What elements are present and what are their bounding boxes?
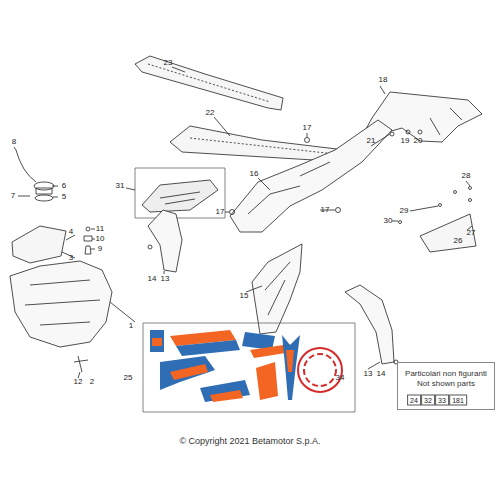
callout-number: 4	[69, 228, 73, 236]
callout-number: 1	[129, 322, 133, 330]
copyright-note: © Copyright 2021 Betamotor S.p.A.	[179, 437, 320, 446]
callout-number: 19	[401, 137, 410, 145]
callout-number: 8	[12, 138, 16, 146]
callout-number: 27	[467, 229, 476, 237]
callout-number: 26	[454, 237, 463, 245]
callout-number: 181	[449, 395, 467, 406]
callout-number: 17	[321, 206, 330, 214]
callout-number: 13	[161, 275, 170, 283]
callout-number: 11	[96, 225, 104, 233]
callout-number: 16	[250, 170, 259, 178]
callout-number: 22	[206, 109, 215, 117]
callout-number: 21	[367, 137, 376, 145]
callout-number: 20	[414, 137, 423, 145]
callout-number: 14	[148, 275, 157, 283]
callout-number: 13	[364, 370, 373, 378]
callout-number: 28	[462, 172, 471, 180]
callout-number: 9	[98, 245, 102, 253]
callout-number: 5	[62, 193, 66, 201]
callout-number: 25	[124, 374, 133, 382]
callout-number: 18	[379, 76, 388, 84]
callout-number: 7	[11, 192, 15, 200]
callout-number: 29	[400, 207, 409, 215]
callout-number: 34	[336, 374, 345, 382]
callout-number: 10	[96, 235, 105, 243]
callout-number: 33	[435, 395, 449, 406]
callout-number: 3	[69, 254, 73, 262]
callout-number: 17	[303, 124, 312, 132]
note-text: Not shown parts	[402, 379, 490, 389]
callout-number: 30	[384, 217, 393, 225]
note-text: Particolari non figuranti	[402, 369, 490, 379]
callout-number: 6	[62, 182, 66, 190]
callout-number: 14	[377, 370, 386, 378]
callout-number: 12	[74, 378, 83, 386]
callout-number: 23	[164, 59, 173, 67]
callout-number: 2	[90, 378, 94, 386]
callout-number: 17	[216, 208, 225, 216]
callout-number: 31	[116, 182, 125, 190]
callout-number: 15	[240, 292, 249, 300]
callout-number: 32	[421, 395, 435, 406]
callout-number: 24	[407, 395, 421, 406]
